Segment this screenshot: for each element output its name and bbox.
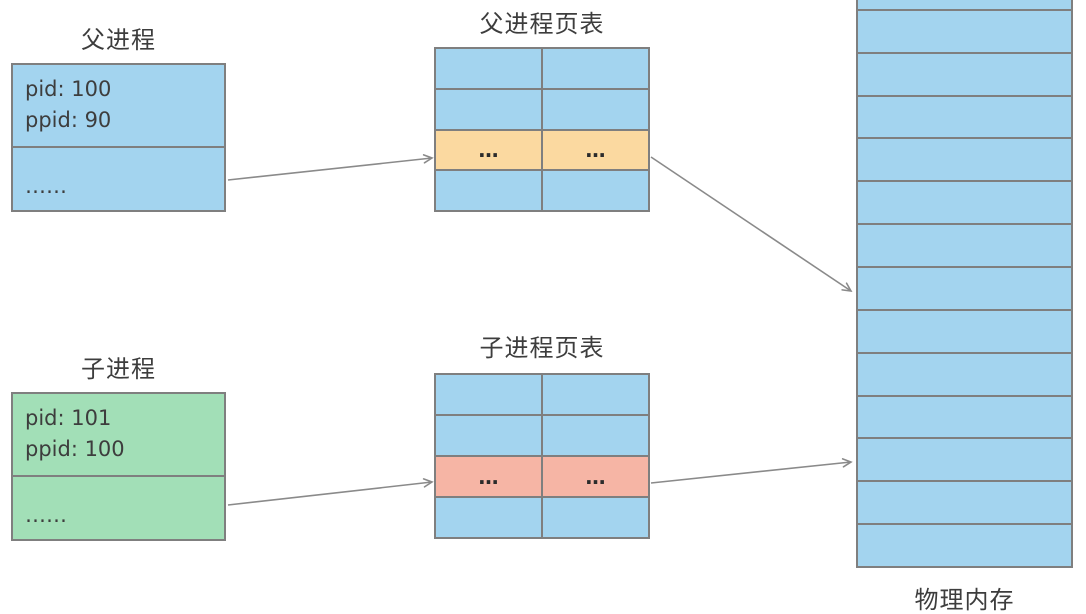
memory-row — [858, 268, 1071, 311]
memory-row — [858, 53, 1071, 97]
page-table-row — [436, 416, 648, 457]
page-table-cell-highlighted: … — [543, 130, 648, 170]
child-process-box: pid: 101 ppid: 100 …… — [11, 392, 226, 541]
parent-ppid-field: ppid: 90 — [25, 108, 112, 132]
child-process-fields: pid: 101 ppid: 100 — [13, 394, 224, 477]
child-process-title: 子进程 — [81, 355, 156, 383]
memory-row — [858, 96, 1071, 140]
page-table-row: …… — [436, 457, 648, 498]
page-table-cell — [436, 89, 543, 129]
memory-row — [858, 139, 1071, 183]
parent-page-table: …… — [434, 47, 650, 212]
memory-row — [858, 525, 1071, 567]
page-table-row — [436, 89, 648, 131]
arrow-child-page-table-to-physical-memory — [650, 458, 853, 484]
parent-process-ellipsis: …… — [25, 174, 67, 198]
page-table-cell — [543, 89, 648, 129]
page-table-cell — [543, 375, 648, 414]
child-page-table: …… — [434, 373, 650, 539]
page-table-row: …… — [436, 130, 648, 172]
arrow-parent-process-to-parent-page-table — [227, 154, 434, 181]
page-table-cell-highlighted: … — [436, 457, 543, 496]
page-table-row — [436, 171, 648, 210]
page-table-cell — [543, 171, 648, 210]
page-table-cell-highlighted: … — [436, 130, 543, 170]
page-table-row — [436, 49, 648, 90]
child-page-table-title: 子进程页表 — [479, 334, 605, 362]
memory-row — [858, 439, 1071, 483]
parent-process-box: pid: 100 ppid: 90 …… — [11, 63, 226, 212]
page-table-cell-highlighted: … — [543, 457, 648, 496]
physical-memory-label: 物理内存 — [914, 586, 1015, 614]
page-table-cell — [436, 171, 543, 210]
memory-row — [858, 10, 1071, 54]
parent-process-fields: pid: 100 ppid: 90 — [13, 65, 224, 148]
memory-row — [858, 182, 1071, 226]
memory-row — [858, 0, 1071, 11]
child-process-ellipsis: …… — [25, 503, 67, 527]
memory-row — [858, 310, 1071, 354]
arrow-child-process-to-child-page-table — [227, 478, 434, 506]
parent-page-table-title: 父进程页表 — [479, 10, 605, 38]
child-pid-field: pid: 101 — [25, 406, 112, 430]
physical-memory — [856, 0, 1073, 568]
parent-process-title: 父进程 — [81, 26, 156, 54]
memory-row — [858, 482, 1071, 526]
page-table-cell — [436, 498, 543, 537]
memory-row — [858, 396, 1071, 440]
page-table-cell — [436, 49, 543, 88]
page-table-row — [436, 498, 648, 537]
page-table-cell — [543, 498, 648, 537]
parent-pid-field: pid: 100 — [25, 77, 112, 101]
memory-row — [858, 225, 1071, 269]
page-table-cell — [436, 416, 543, 455]
page-table-cell — [543, 49, 648, 88]
child-ppid-field: ppid: 100 — [25, 437, 125, 461]
page-table-cell — [436, 375, 543, 414]
page-table-row — [436, 375, 648, 416]
page-table-cell — [543, 416, 648, 455]
arrow-parent-page-table-to-physical-memory — [650, 156, 853, 292]
memory-row — [858, 353, 1071, 397]
